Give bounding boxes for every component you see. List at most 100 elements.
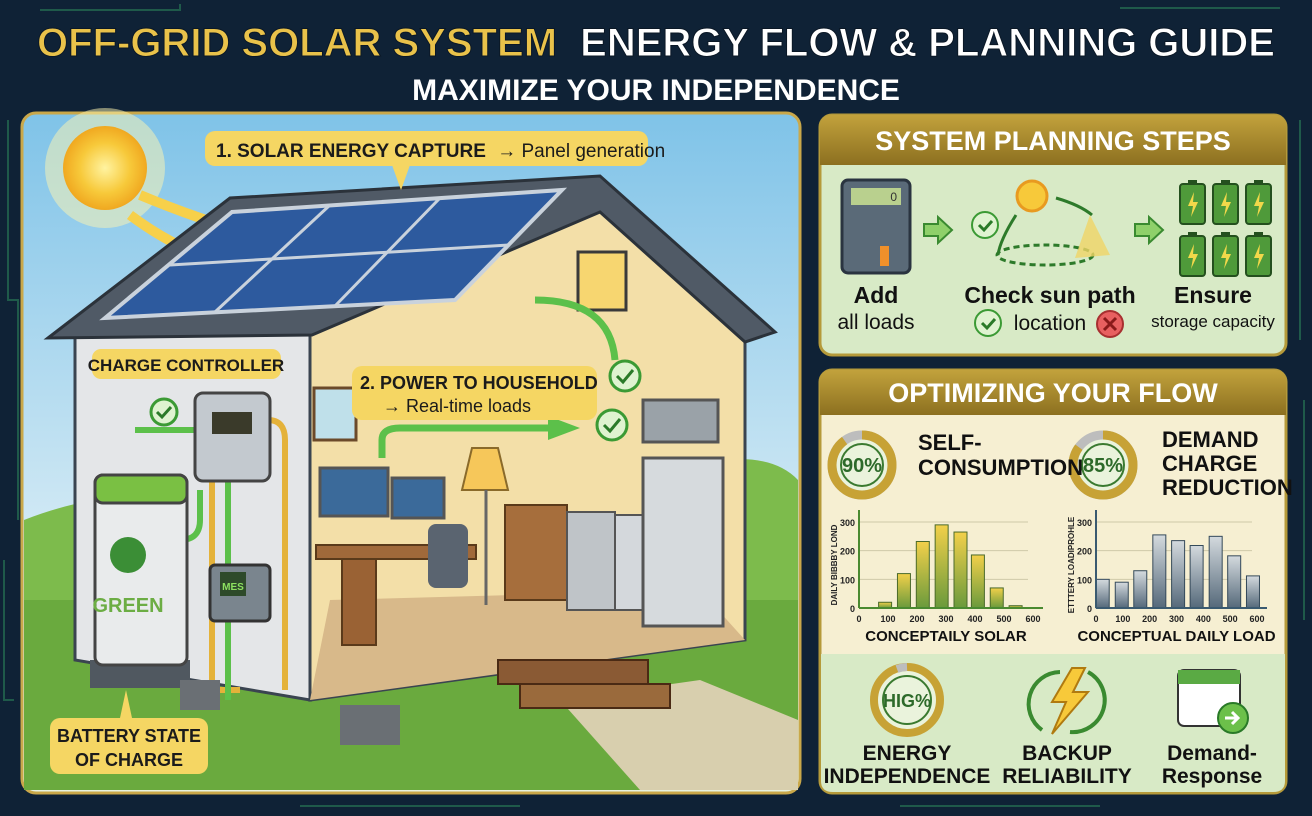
lightning-cycle-icon <box>1026 667 1107 735</box>
optimizing-title: OPTIMIZING YOUR FLOW <box>888 378 1218 408</box>
benefit-1-line-1: ENERGY <box>863 742 952 765</box>
wall-picture <box>312 386 358 442</box>
step-1-desc: all loads <box>837 311 914 334</box>
bar <box>896 573 911 609</box>
svg-text:CHARGE CONTROLLER: CHARGE CONTROLLER <box>88 356 284 375</box>
sun-path-icon <box>971 179 1110 267</box>
x-tick-label: 100 <box>1115 614 1130 624</box>
battery-cell-icon <box>1212 232 1239 277</box>
y-tick-label: 200 <box>1077 547 1092 557</box>
gauge-fill <box>1068 430 1138 500</box>
battery-brand: GREEN <box>92 595 163 617</box>
bar <box>970 554 985 609</box>
gauge-1-label-line-1: SELF- <box>918 430 982 455</box>
svg-text:BATTERY STATE: BATTERY STATE <box>57 726 201 746</box>
svg-text:1. SOLAR ENERGY CAPTURE: 1. SOLAR ENERGY CAPTURE → Panel generati… <box>216 141 665 162</box>
benefit-gauge-label: HIG% <box>883 691 931 711</box>
callout-charge-controller: CHARGE CONTROLLER <box>88 349 284 379</box>
stove-icon <box>566 511 616 611</box>
bar <box>1114 581 1129 609</box>
battery-cell-icon <box>1245 232 1272 277</box>
monitor-icon <box>390 476 446 520</box>
gauge-1-label-line-2: CONSUMPTION <box>918 455 1083 480</box>
battery-cell-icon <box>1245 180 1272 225</box>
callout-household-bold: 2. POWER TO HOUSEHOLD <box>360 373 598 393</box>
gauge-2-label-line-2: CHARGE <box>1162 451 1257 476</box>
x-tick-label: 200 <box>909 614 924 624</box>
title-highlight: OFF-GRID SOLAR SYSTEM <box>37 21 557 65</box>
bar <box>953 531 968 609</box>
steps <box>497 659 649 685</box>
office-chair <box>428 524 468 588</box>
bar <box>1227 555 1242 609</box>
gauge-2-label-line-3: REDUCTION <box>1162 475 1293 500</box>
check-icon <box>974 309 1002 337</box>
page-subtitle: MAXIMIZE YOUR INDEPENDENCE <box>412 74 900 107</box>
x-tick-label: 100 <box>880 614 895 624</box>
callout-solar-bold: 1. SOLAR ENERGY CAPTURE <box>216 141 486 162</box>
benefit-3-line-2: Response <box>1162 765 1262 788</box>
circuit-decoration <box>3 4 1305 807</box>
y-tick-label: 0 <box>1087 604 1092 614</box>
step-2-title: Check sun path <box>964 282 1135 308</box>
step-3-title: Ensure <box>1174 282 1252 308</box>
window <box>576 250 628 312</box>
bar <box>915 540 930 609</box>
y-tick-label: 0 <box>850 604 855 614</box>
x-tick-label: 200 <box>1142 614 1157 624</box>
arrow-icon <box>923 214 954 246</box>
x-tick-label: 0 <box>1093 614 1098 624</box>
bar <box>1189 545 1204 609</box>
battery-cell-icon <box>1179 180 1206 225</box>
step-2-desc: location <box>1014 312 1086 335</box>
step-3-desc: storage capacity <box>1151 312 1275 331</box>
benefit-3-line-1: Demand- <box>1167 742 1257 765</box>
benefit-2-line-2: RELIABILITY <box>1002 765 1132 788</box>
charge-controller-icon <box>193 391 272 483</box>
bar <box>1152 534 1167 609</box>
svg-text:OF CHARGE: OF CHARGE <box>75 750 183 770</box>
x-tick-label: 400 <box>1196 614 1211 624</box>
bar <box>1095 578 1110 609</box>
callout-battery: BATTERY STATE OF CHARGE <box>50 690 208 774</box>
planning-title: SYSTEM PLANNING STEPS <box>875 126 1231 156</box>
microwave-icon <box>641 398 720 444</box>
cross-icon <box>1096 310 1124 338</box>
solar-panel-icon <box>99 187 568 321</box>
battery-icon: GREEN <box>90 473 190 688</box>
gauge-2-label-line-1: DEMAND <box>1162 427 1259 452</box>
x-tick-label: 500 <box>996 614 1011 624</box>
gauge-1: 90% <box>827 430 897 500</box>
battery-cell-icon <box>1212 180 1239 225</box>
x-axis-label: CONCEPTUAL DAILY LOAD <box>1077 628 1275 645</box>
svg-text:0: 0 <box>890 190 897 204</box>
callout-household: 2. POWER TO HOUSEHOLD → Real-time loads <box>352 366 598 420</box>
meter-icon: MES <box>208 563 272 623</box>
benefit-2-line-1: BACKUP <box>1022 742 1112 765</box>
gauge-fill <box>827 430 897 500</box>
house-illustration: MES GREEN <box>20 108 802 795</box>
svg-text:OFF-GRID SOLAR SYSTEM EN: OFF-GRID SOLAR SYSTEM ENERGY FLOW & PLAN… <box>37 21 1275 65</box>
gauge-2: 85% <box>1068 430 1138 500</box>
y-axis-label: DAILY BIBBBY LOND <box>830 524 839 605</box>
bar <box>934 524 949 609</box>
y-tick-label: 200 <box>840 547 855 557</box>
lamp-icon <box>460 447 510 605</box>
check-icon <box>595 408 629 442</box>
callout-household-rest: → Real-time loads <box>383 396 531 416</box>
bar <box>1171 540 1186 609</box>
bar <box>1245 575 1260 609</box>
monitor-icon <box>318 466 390 518</box>
gauge-icon: HIG% <box>870 663 944 737</box>
step-1-title: Add <box>854 282 899 308</box>
x-tick-label: 600 <box>1025 614 1040 624</box>
y-tick-label: 100 <box>840 575 855 585</box>
bar <box>989 587 1004 609</box>
y-tick-label: 300 <box>840 518 855 528</box>
fridge-icon <box>641 456 725 628</box>
x-tick-label: 600 <box>1249 614 1264 624</box>
